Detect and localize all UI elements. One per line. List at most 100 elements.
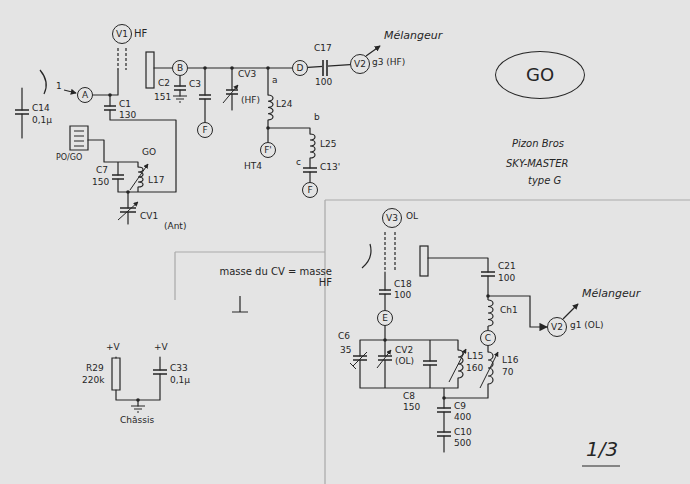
- node-text: E: [382, 314, 388, 323]
- test-point-circle: F': [260, 142, 276, 158]
- ground-symbol: [131, 406, 145, 412]
- part-label: C14: [32, 104, 50, 114]
- series-capacitor: [322, 60, 328, 76]
- variable-arrow: [449, 349, 466, 382]
- tube-electrode: [420, 246, 428, 276]
- node-text: V3: [386, 214, 398, 223]
- switch-symbol: [40, 70, 371, 268]
- junction-dot: [266, 66, 270, 70]
- part-label: CV1: [140, 212, 158, 222]
- part-label: C18: [394, 280, 412, 290]
- test-point-circle: B: [172, 60, 188, 76]
- wire: [360, 258, 488, 452]
- test-point-circle: F: [302, 182, 318, 198]
- junction-dot: [442, 396, 446, 400]
- part-label: PO/GO: [56, 154, 82, 163]
- junction-dot: [136, 398, 140, 402]
- wire: [116, 357, 160, 406]
- junction-dot: [486, 294, 490, 298]
- junction-dot: [230, 66, 234, 70]
- choke-symbol: [483, 298, 496, 328]
- part-label: (HF): [241, 96, 260, 106]
- part-label: 150: [92, 178, 109, 188]
- part-label: 1: [56, 82, 62, 92]
- page-number-underline: [582, 465, 620, 466]
- wire: [22, 68, 488, 452]
- part-label: C21: [498, 262, 516, 272]
- variable-arrow: [377, 350, 391, 368]
- part-label: C33: [170, 364, 188, 374]
- coil-symbol: [458, 350, 463, 378]
- tube-circle: V2: [350, 54, 370, 74]
- tube-electrode: [146, 52, 154, 88]
- switch-symbol: [362, 244, 371, 268]
- test-point-circle: D: [292, 60, 308, 76]
- part-label: OL: [406, 212, 418, 222]
- switch-symbol: [70, 126, 88, 150]
- junction-dot: [203, 66, 207, 70]
- part-label: 160: [466, 364, 483, 374]
- part-label: GO: [142, 148, 156, 158]
- part-label: C2: [158, 79, 170, 89]
- part-label: SKY-MASTER: [506, 158, 568, 169]
- output-arrow: [366, 46, 578, 319]
- node-text: B: [177, 64, 183, 73]
- ground-symbol: [232, 296, 248, 312]
- part-label: 70: [502, 368, 513, 378]
- part-label: Ch1: [500, 306, 518, 316]
- part-label: C17: [314, 44, 332, 54]
- part-label: CV3: [238, 70, 256, 80]
- part-label: HT4: [244, 162, 262, 172]
- junction-dot: [126, 190, 130, 194]
- coil-symbol: [310, 134, 315, 158]
- wire: [22, 68, 310, 224]
- part-label: g1 (OL): [570, 321, 603, 331]
- part-label: +V: [154, 343, 168, 353]
- node-text: V1: [116, 30, 128, 39]
- node-text: C: [485, 334, 491, 343]
- capacitor-symbol: [153, 370, 167, 374]
- part-label: L16: [502, 356, 518, 366]
- part-label: g3 (HF): [372, 58, 405, 68]
- capacitor-symbol: [15, 86, 317, 212]
- part-label: 35: [340, 346, 351, 356]
- test-point-circle: C: [480, 330, 496, 346]
- series-capacitor: [323, 60, 327, 76]
- trimmer-mark: [350, 352, 367, 369]
- test-point-circle: A: [77, 87, 93, 103]
- test-point-circle: F: [197, 122, 213, 138]
- junction-dot: [266, 126, 270, 130]
- choke-symbol: [483, 298, 496, 328]
- part-label: 0,1µ: [32, 116, 52, 126]
- switch-symbol: [64, 90, 76, 93]
- wire-connector: [488, 296, 547, 330]
- ground-symbol: [131, 96, 248, 412]
- capacitor-symbol: [15, 86, 495, 436]
- variable-arrow: [223, 85, 238, 103]
- ground-symbol: [173, 96, 187, 102]
- part-label: C8: [403, 392, 415, 402]
- capacitor-symbol: [353, 272, 495, 436]
- junction-dot: [108, 66, 490, 402]
- part-label: 1/3: [586, 438, 618, 460]
- part-label: C3: [189, 80, 201, 90]
- node-text: GO: [526, 66, 554, 84]
- tube-circle: V2: [547, 317, 567, 337]
- region-border: [175, 200, 690, 484]
- part-label: type G: [528, 175, 561, 186]
- coil-symbol: [138, 167, 143, 187]
- part-label: masse du CV = masse HF: [208, 266, 332, 288]
- part-label: C7: [96, 166, 108, 176]
- part-label: Châssis: [120, 416, 154, 426]
- part-label: (OL): [395, 357, 414, 367]
- part-label: L15: [467, 352, 483, 362]
- part-label: b: [314, 113, 320, 123]
- tube-electrode: [385, 232, 395, 272]
- part-label: 130: [119, 111, 136, 121]
- wire-connector: [308, 65, 350, 68]
- trimmer-mark: [350, 352, 367, 369]
- part-label: L25: [320, 140, 336, 150]
